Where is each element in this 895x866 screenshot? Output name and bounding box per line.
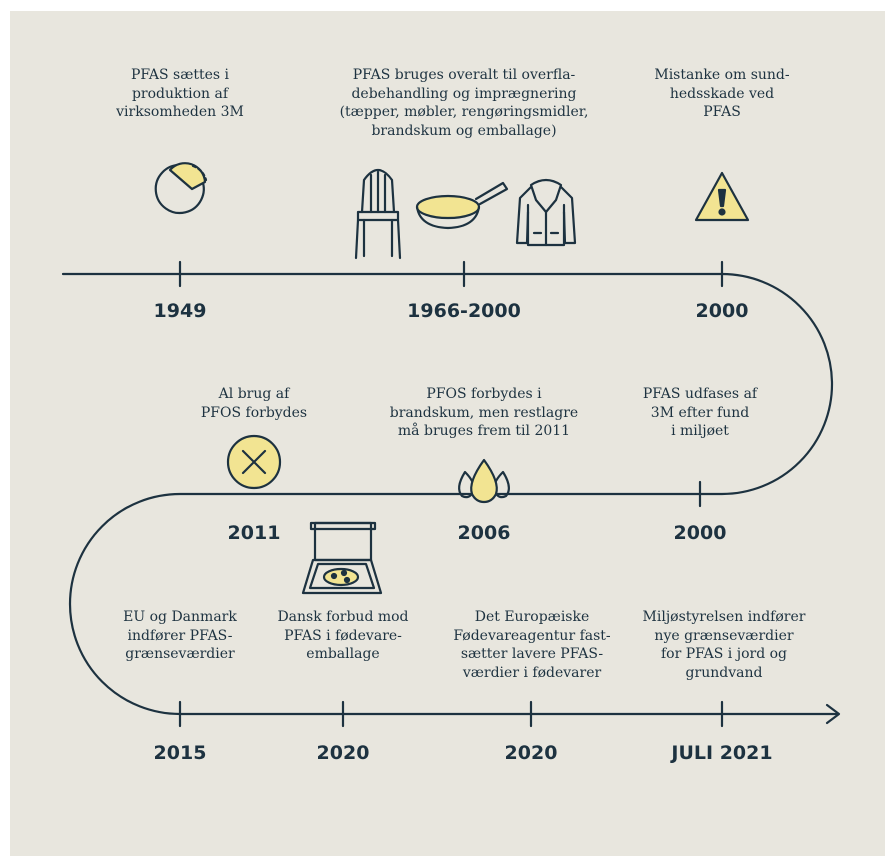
year-2020-a: 2020 bbox=[316, 742, 370, 764]
caption-2000-middle: PFAS udfases af 3M efter fund i miljøet bbox=[642, 386, 758, 439]
cancel-icon bbox=[226, 434, 282, 490]
caption-1949: PFAS sættes i produktion af virksomheden… bbox=[116, 67, 244, 120]
frying-pan-icon bbox=[415, 181, 509, 230]
year-2011: 2011 bbox=[227, 522, 281, 544]
pizza-box-icon bbox=[301, 521, 383, 595]
timeline-arrowhead bbox=[825, 703, 841, 725]
caption-2015: EU og Danmark indfører PFAS- grænseværdi… bbox=[123, 609, 237, 662]
timeline-line bbox=[61, 272, 840, 716]
year-2000-middle: 2000 bbox=[673, 522, 727, 544]
chair-icon bbox=[354, 168, 402, 260]
caption-2006: PFOS forbydes i brandskum, men restlagre… bbox=[389, 386, 579, 439]
caption-2021: Miljøstyrelsen indfører nye grænseværdie… bbox=[642, 609, 806, 681]
year-2015: 2015 bbox=[153, 742, 207, 764]
year-2020-b: 2020 bbox=[504, 742, 558, 764]
year-2006: 2006 bbox=[457, 522, 511, 544]
caption-1966-2000: PFAS bruges overalt til overfla- debehan… bbox=[339, 67, 589, 139]
caption-2020-a: Dansk forbud mod PFAS i fødevare- emball… bbox=[277, 609, 409, 662]
year-1949: 1949 bbox=[153, 300, 207, 322]
timeline-panel bbox=[10, 11, 885, 856]
jacket-icon bbox=[515, 178, 577, 247]
year-2000-top: 2000 bbox=[695, 300, 749, 322]
pie-chart-icon bbox=[154, 162, 208, 215]
year-2021: JULI 2021 bbox=[671, 742, 773, 764]
warning-icon bbox=[694, 171, 750, 222]
caption-2000-top: Mistanke om sund- hedsskade ved PFAS bbox=[654, 67, 790, 120]
caption-2020-b: Det Europæiske Fødevareagentur fast- sæt… bbox=[453, 609, 611, 681]
firefoam-drops-icon bbox=[458, 458, 510, 504]
caption-2011: Al brug af PFOS forbydes bbox=[200, 386, 308, 421]
year-1966-2000: 1966-2000 bbox=[407, 300, 521, 322]
